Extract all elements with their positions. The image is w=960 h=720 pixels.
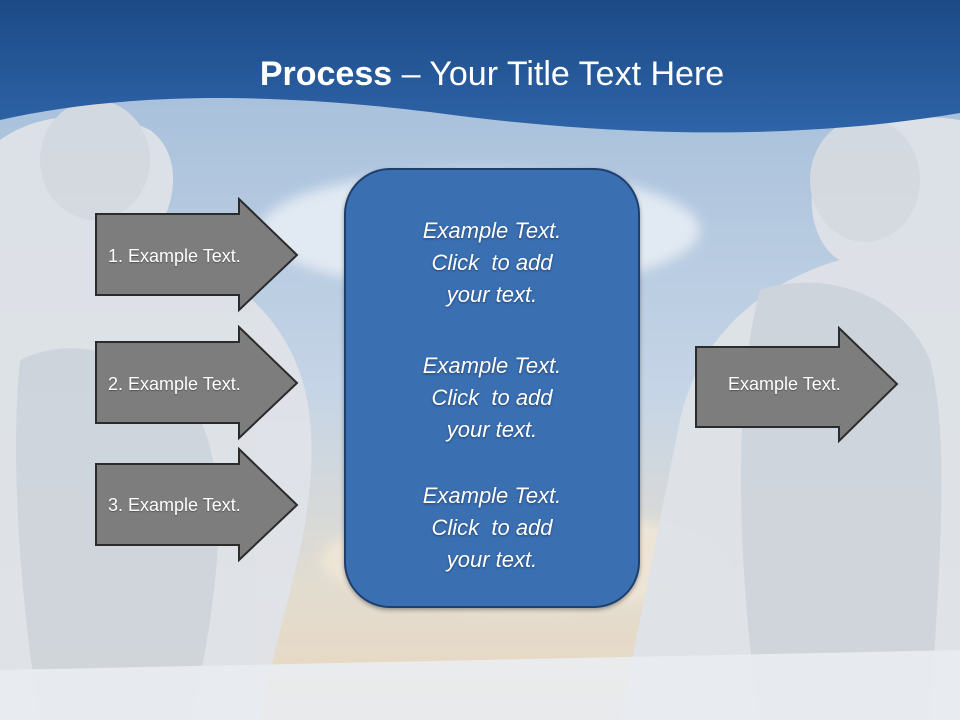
center-text-line: Click to add: [431, 515, 553, 540]
center-text-block-2: Example Text. Click to add your text.: [346, 350, 638, 446]
output-arrow-label: Example Text.: [728, 374, 841, 394]
title-banner: [0, 0, 960, 133]
process-arrow-2: [95, 325, 299, 441]
center-text-box[interactable]: Example Text. Click to add your text. Ex…: [344, 168, 640, 608]
center-text-line: Click to add: [431, 250, 553, 275]
process-arrow-1: [95, 197, 299, 313]
center-text-line: Click to add: [431, 385, 553, 410]
center-text-block-1: Example Text. Click to add your text.: [346, 215, 638, 311]
center-text-block-3: Example Text. Click to add your text.: [346, 480, 638, 576]
center-text-line: Example Text.: [422, 353, 562, 378]
title-rest: – Your Title Text Here: [392, 55, 725, 93]
center-text-line: Example Text.: [422, 483, 562, 508]
center-text-line: your text.: [446, 282, 538, 307]
center-text-line: your text.: [446, 417, 538, 442]
process-arrow-3: [95, 447, 299, 563]
center-text-line: Example Text.: [422, 218, 562, 243]
page-title: Process – Your Title Text Here: [0, 52, 960, 96]
arrow-3-label: 3. Example Text.: [108, 495, 241, 515]
center-text-line: your text.: [446, 547, 538, 572]
arrow-1-label: 1. Example Text.: [108, 246, 241, 266]
title-bold: Process: [259, 55, 393, 93]
output-arrow: [695, 326, 899, 444]
arrow-2-label: 2. Example Text.: [108, 374, 241, 394]
